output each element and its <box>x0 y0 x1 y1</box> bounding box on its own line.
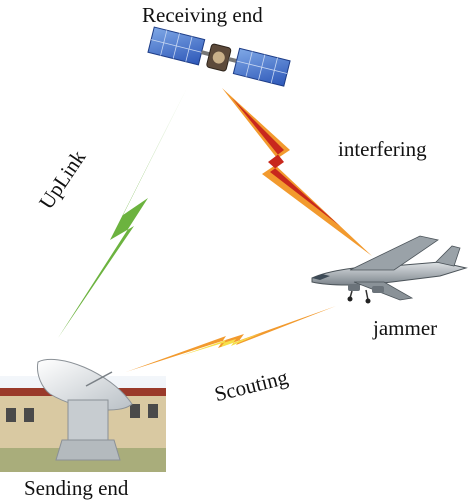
receiving-end-label: Receiving end <box>142 3 263 27</box>
jammer-label: jammer <box>373 316 438 340</box>
scouting-bolt <box>126 306 336 372</box>
sending-end-label: Sending end <box>24 476 129 500</box>
interfering-label: interfering <box>338 137 427 161</box>
uplink-bolt <box>58 88 187 338</box>
satellite-dish-icon <box>0 358 166 472</box>
fighter-jet-icon <box>311 235 468 304</box>
satellite-icon <box>147 26 291 87</box>
interfering-bolt <box>222 88 372 256</box>
